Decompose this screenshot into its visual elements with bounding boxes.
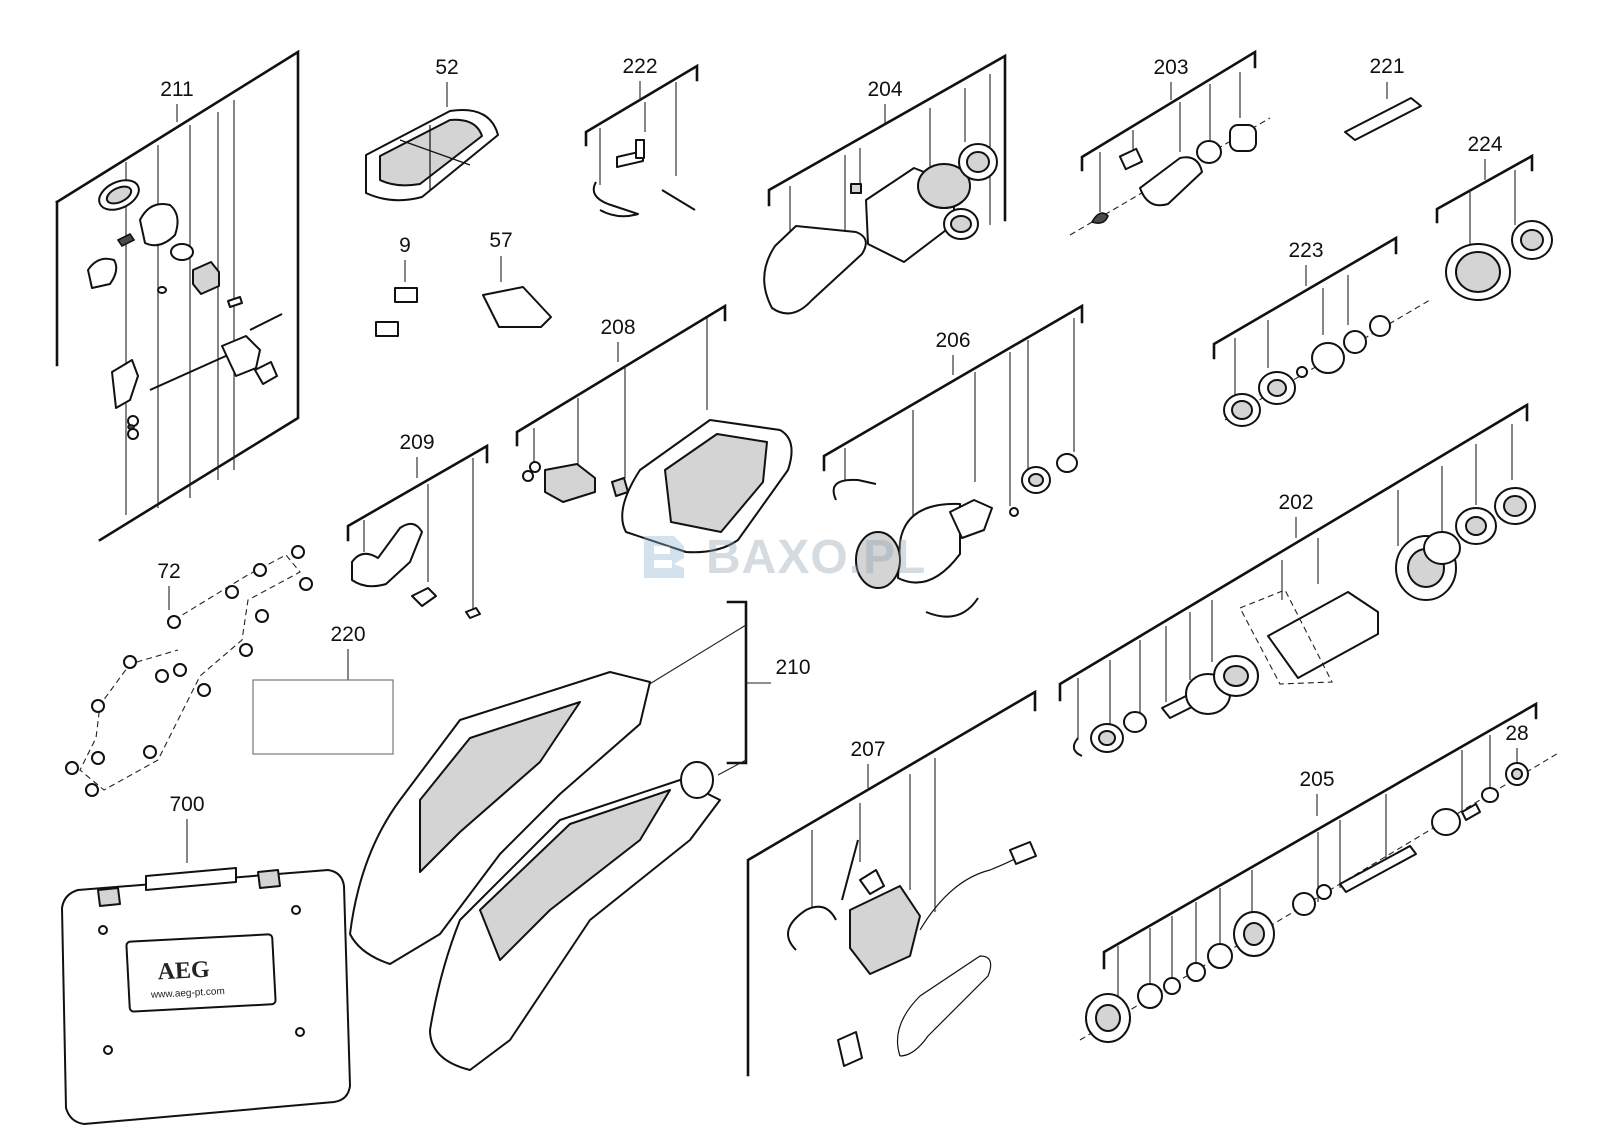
label-plate-220: 220 bbox=[252, 623, 394, 755]
callout-9: 9 bbox=[399, 234, 411, 257]
part-52: 52 bbox=[365, 56, 499, 202]
callout-222: 222 bbox=[622, 55, 657, 78]
callout-205: 205 bbox=[1299, 768, 1334, 791]
watermark-logo-icon bbox=[644, 536, 684, 578]
assembly-203: 203 bbox=[1069, 49, 1271, 236]
callout-52: 52 bbox=[435, 56, 458, 79]
case-brand-logo: AEG bbox=[157, 957, 211, 986]
callout-211: 211 bbox=[160, 78, 193, 101]
assembly-208: 208 bbox=[515, 303, 793, 554]
part-9: 9 bbox=[375, 234, 418, 337]
part-221: 221 bbox=[1344, 55, 1422, 141]
callout-57: 57 bbox=[489, 229, 512, 252]
callout-28: 28 bbox=[1505, 722, 1528, 745]
carry-case-700: 700 AEG www.aeg-pt.com bbox=[61, 793, 351, 1125]
assembly-206: 206 bbox=[822, 303, 1084, 618]
callout-700: 700 bbox=[169, 793, 204, 816]
callout-207: 207 bbox=[850, 738, 885, 761]
assembly-223: 223 bbox=[1212, 235, 1431, 427]
callout-208: 208 bbox=[600, 316, 635, 339]
callout-209: 209 bbox=[399, 431, 434, 454]
housing-210: 210 bbox=[349, 600, 811, 1071]
assembly-224: 224 bbox=[1435, 133, 1553, 301]
callout-202: 202 bbox=[1278, 491, 1313, 514]
callout-210: 210 bbox=[775, 656, 810, 679]
screw-set-72: 72 bbox=[65, 545, 313, 797]
callout-220: 220 bbox=[330, 623, 365, 646]
callout-206: 206 bbox=[935, 329, 970, 352]
watermark-text: BAXO.PL bbox=[706, 531, 927, 584]
callout-203: 203 bbox=[1153, 56, 1188, 79]
case-website: www.aeg-pt.com bbox=[150, 986, 225, 1001]
part-57: 57 bbox=[482, 229, 552, 328]
assembly-202: 202 bbox=[1058, 402, 1536, 757]
assembly-204: 204 bbox=[763, 53, 1007, 315]
callout-204: 204 bbox=[867, 78, 902, 101]
assembly-209: 209 bbox=[346, 431, 489, 619]
assembly-222: 222 bbox=[584, 55, 699, 218]
callout-224: 224 bbox=[1467, 133, 1502, 156]
callout-223: 223 bbox=[1288, 239, 1323, 262]
assembly-207: 207 bbox=[746, 689, 1037, 1077]
callout-221: 221 bbox=[1369, 55, 1404, 78]
callout-72: 72 bbox=[157, 560, 180, 583]
assembly-211: 211 bbox=[55, 49, 300, 542]
watermark: BAXO.PL bbox=[640, 528, 990, 584]
assembly-205: 205 28 bbox=[1079, 701, 1561, 1043]
